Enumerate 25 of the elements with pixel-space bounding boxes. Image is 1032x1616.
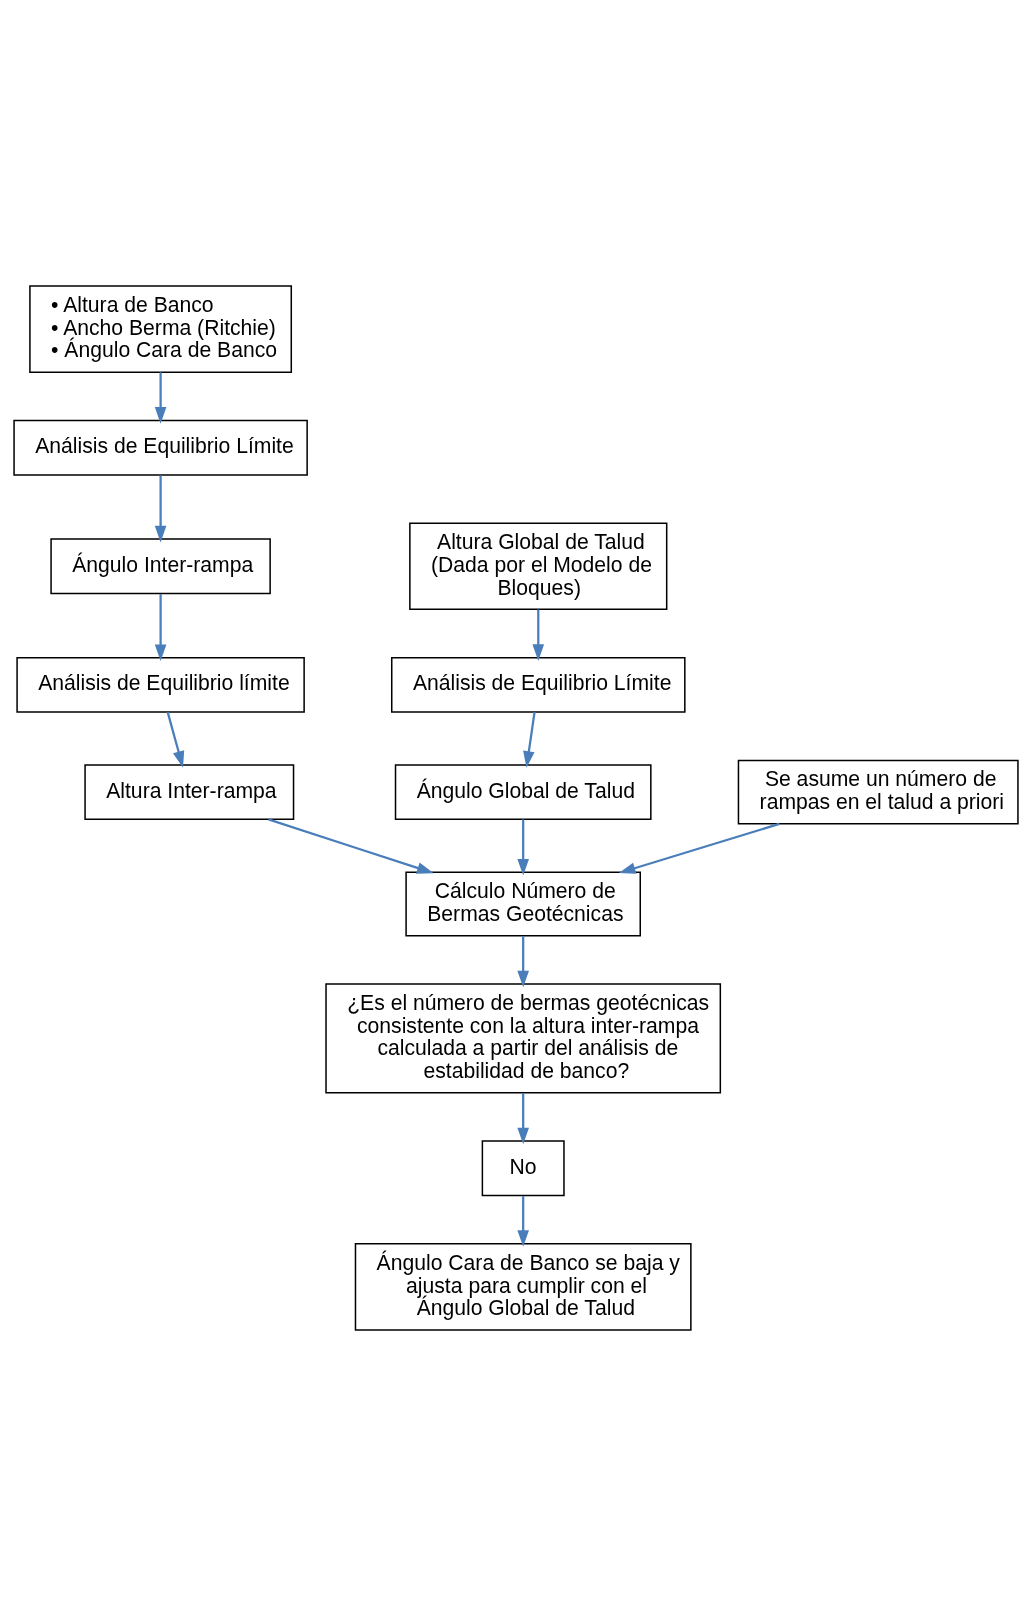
- node-box: Análisis de Equilibrio Límite: [391, 656, 686, 713]
- node-box: Cálculo Número de Bermas Geotécnicas: [405, 871, 641, 937]
- node-box: Análisis de Equilibrio Límite: [13, 419, 308, 476]
- node-box: Altura Global de Talud (Dada por el Modelo de Bloques): [409, 522, 668, 611]
- arrow: [517, 1093, 529, 1145]
- node-box: Ángulo Inter-rampa: [50, 538, 271, 595]
- arrow: [618, 822, 780, 874]
- arrow: [517, 819, 529, 876]
- arrow: [517, 935, 529, 988]
- arrow: [166, 711, 185, 768]
- node-box: • Altura de Banco • Ancho Berma (Ritchie) • Ángulo Cara de Banco: [29, 285, 293, 373]
- arrow: [154, 594, 167, 662]
- arrow: [532, 609, 545, 661]
- arrow: [154, 372, 167, 424]
- arrow: [154, 475, 167, 543]
- node-box: Ángulo Cara de Banco se baja y ajusta para cumplir con el Ángulo Global de Talud: [354, 1243, 692, 1331]
- node-box: No: [481, 1140, 565, 1197]
- arrow: [268, 818, 434, 874]
- node-box: ¿Es el número de bermas geotécnicas consistente con la altura inter-rampa calculada a partir del análisis de estabilidad de banco?: [325, 983, 722, 1094]
- node-box: Se asume un número de rampas en el talud a priori: [737, 759, 1019, 825]
- arrow: [523, 712, 536, 768]
- node-box: Altura Inter-rampa: [84, 764, 295, 821]
- node-box: Ángulo Global de Talud: [394, 764, 652, 821]
- node-box: Análisis de Equilibrio límite: [16, 656, 305, 713]
- arrow: [517, 1196, 529, 1247]
